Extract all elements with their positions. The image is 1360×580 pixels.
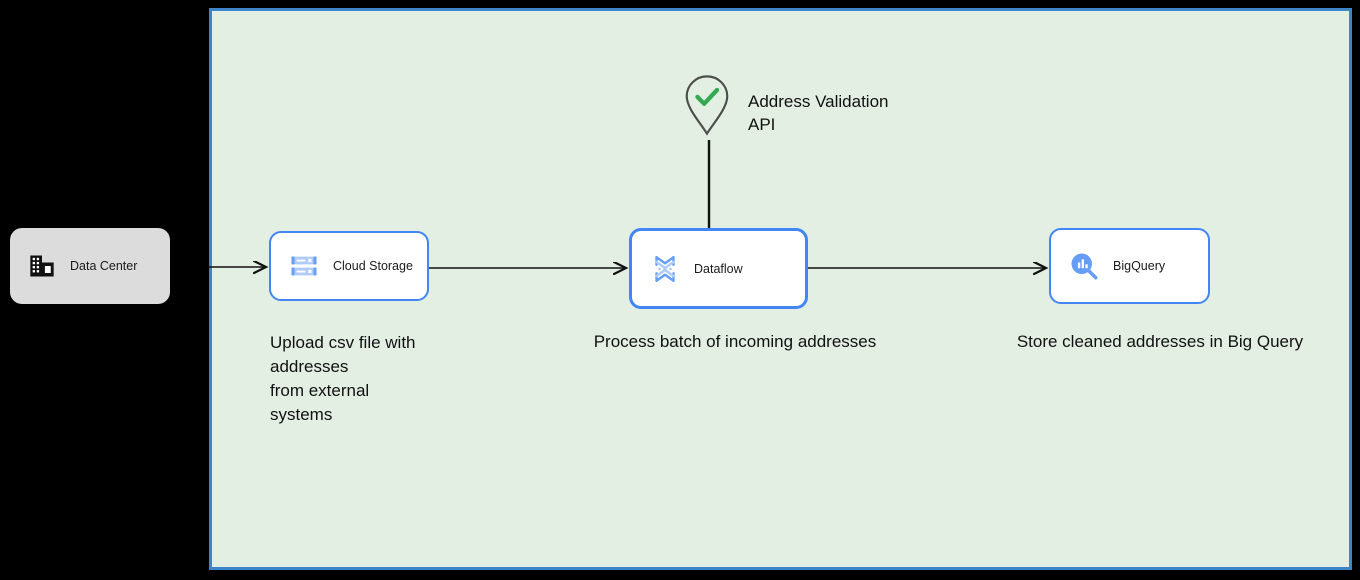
label-address-validation-api: Address Validation API [748,92,889,134]
node-label-dataflow: Dataflow [694,261,743,276]
bigquery-icon [1071,253,1098,280]
node-label-cloud-storage: Cloud Storage [333,259,413,273]
node-label-data-center: Data Center [70,259,138,273]
caption-bigquery: Store cleaned addresses in Big Query [1016,332,1304,351]
node-data-center[interactable]: Data Center [10,228,170,304]
node-address-validation-api[interactable]: Address Validation API [683,74,933,144]
map-pin-check-icon [685,75,729,136]
caption-cloud-storage: Upload csv file with addresses from exte… [270,333,416,424]
node-cloud-storage[interactable]: Cloud Storage [269,231,429,301]
data-center-building-icon [30,255,54,277]
cloud-storage-icon [291,256,317,276]
node-bigquery[interactable]: BigQuery [1049,228,1210,304]
caption-dataflow: Process batch of incoming addresses [593,332,877,351]
dataflow-icon [655,255,675,282]
node-label-bigquery: BigQuery [1113,259,1166,273]
node-dataflow[interactable]: Dataflow [629,228,808,309]
